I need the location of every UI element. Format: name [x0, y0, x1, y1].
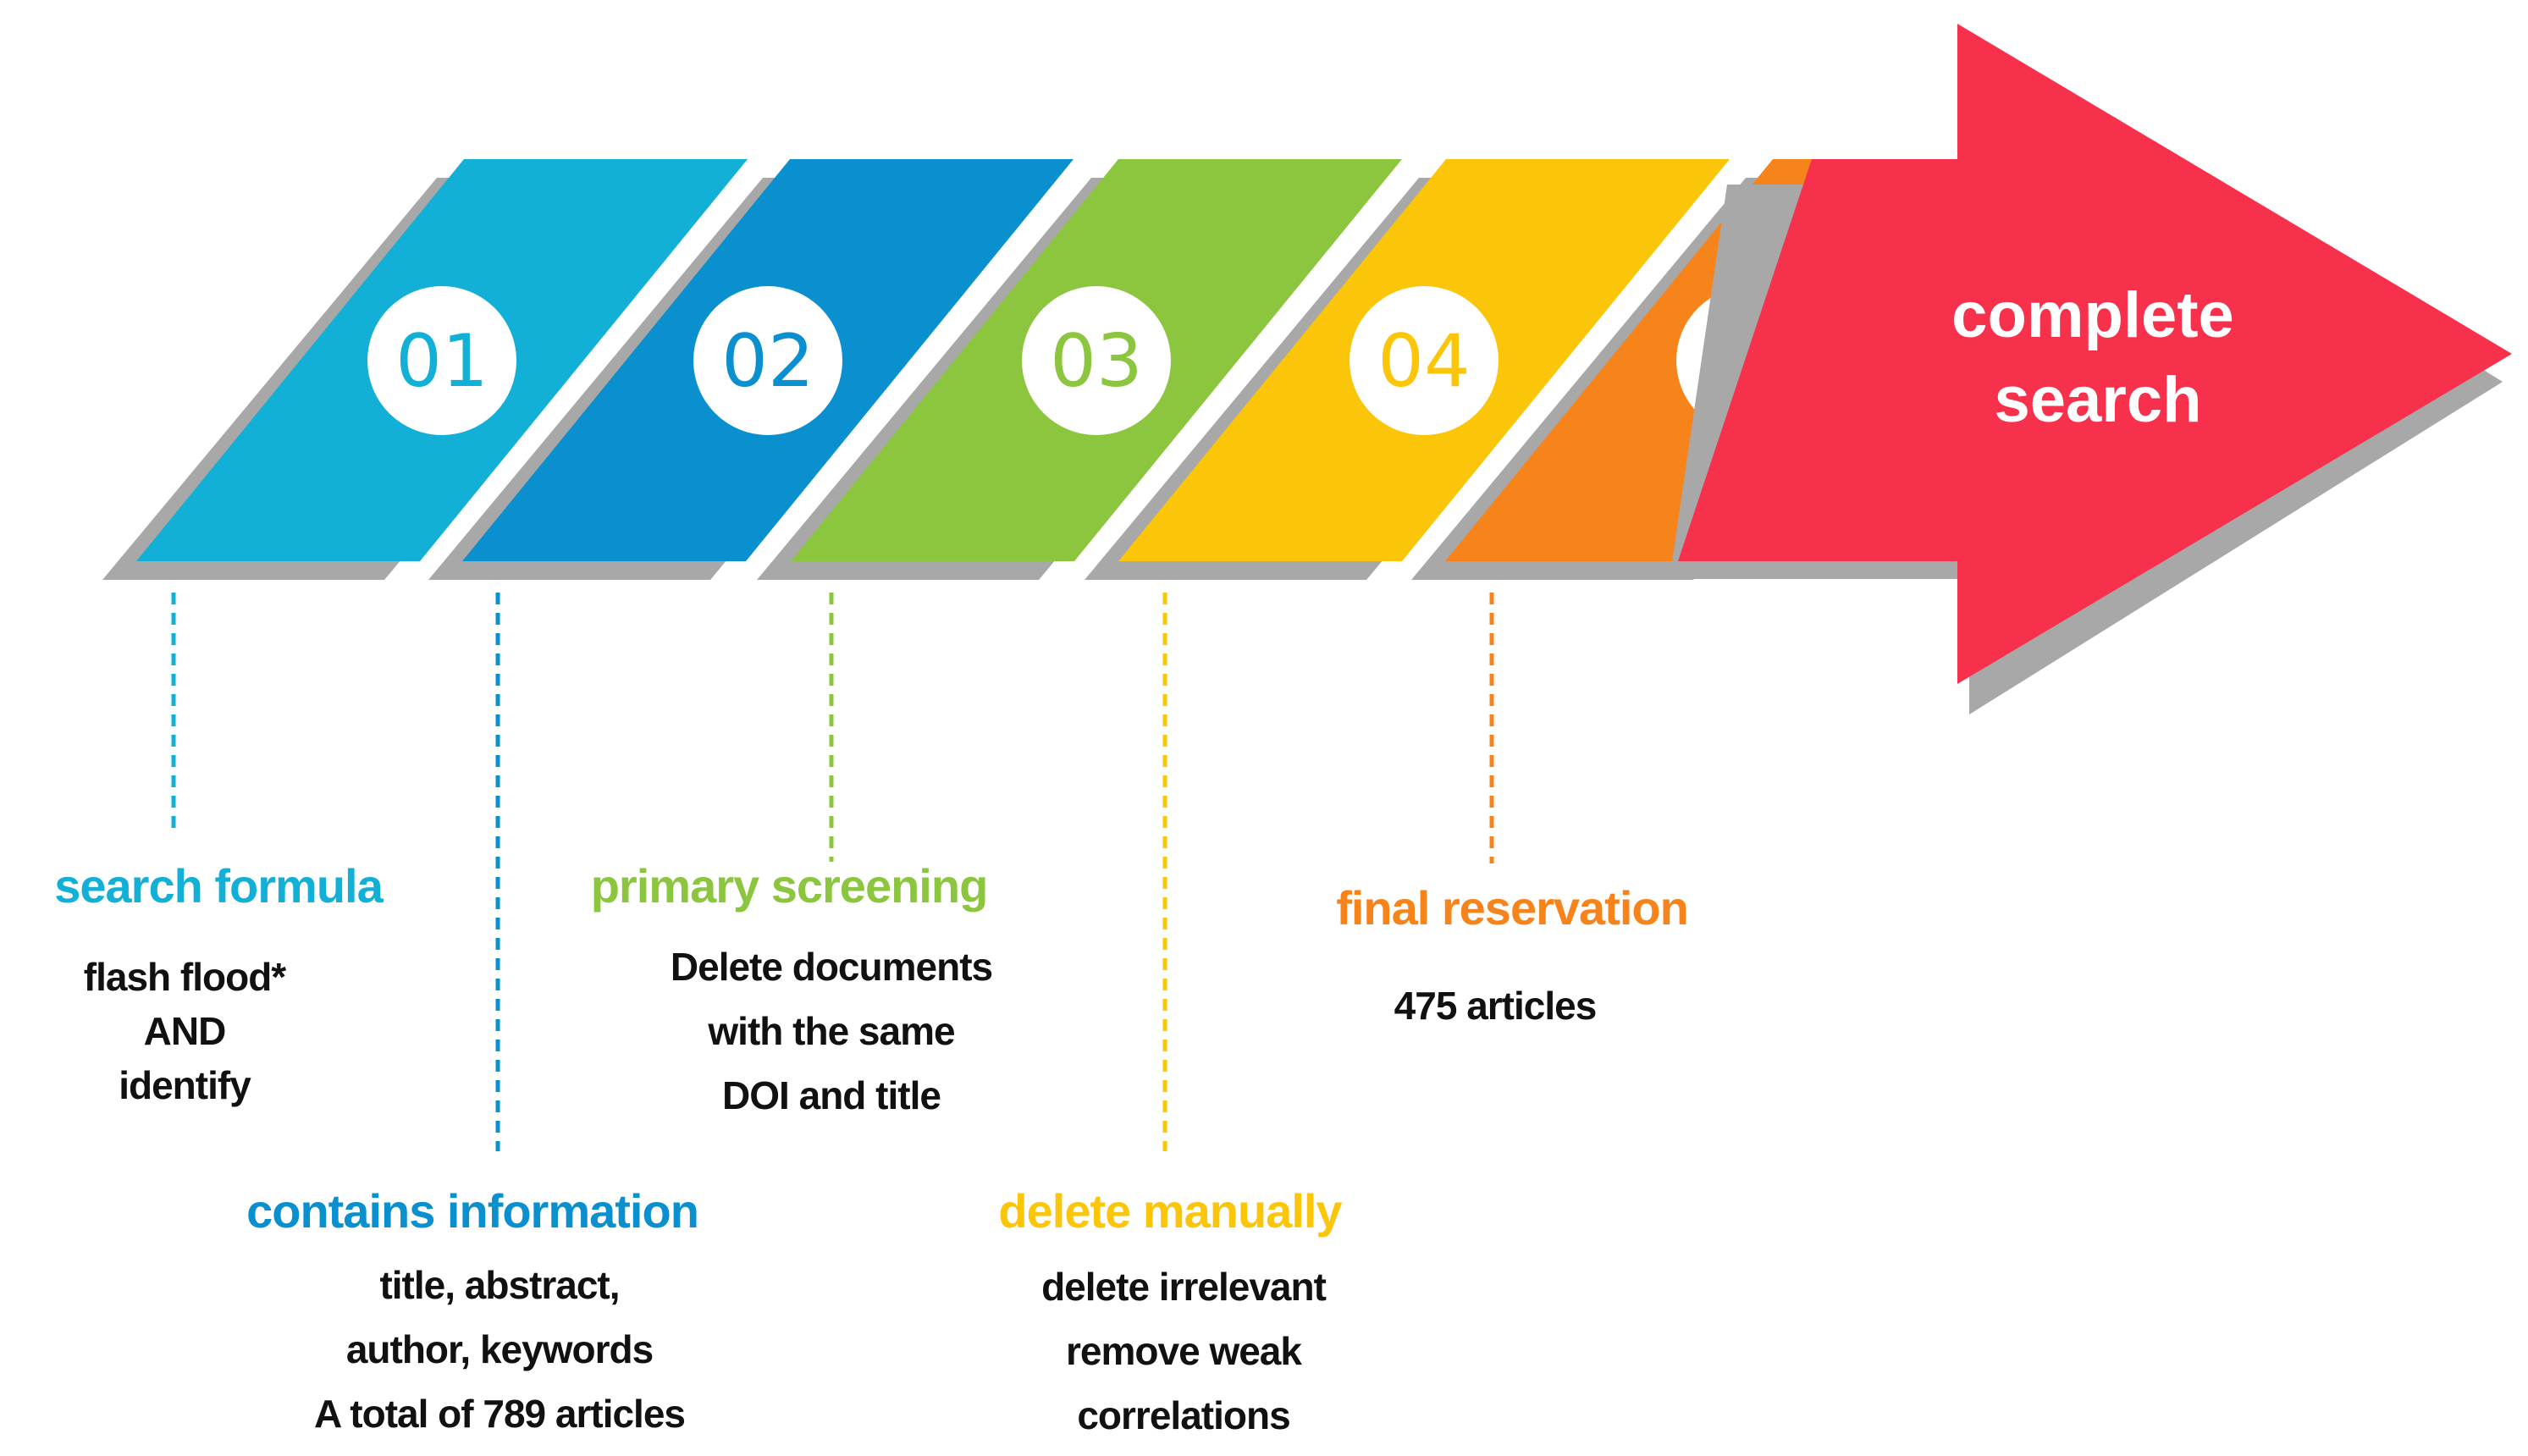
arrow-label-line2: search — [1994, 364, 2201, 436]
step-1-body: flash flood* AND identify — [83, 945, 286, 1117]
step-5-title: final reservation — [1336, 881, 1689, 935]
step-1-number: 01 — [395, 319, 488, 404]
step-5-body: 475 articles — [1394, 973, 1598, 1038]
step-4-circle — [1350, 286, 1499, 435]
step-2-line-2: author, keywords — [345, 1327, 654, 1371]
step-3-title: primary screening — [590, 859, 989, 913]
step-1-circle — [367, 286, 516, 435]
step-2-circle — [693, 286, 842, 435]
step-1-title: search formula — [54, 859, 383, 913]
step-4-title: delete manually — [998, 1184, 1342, 1238]
step-1-line-1: flash flood* — [83, 955, 286, 999]
step-2-title: contains information — [246, 1184, 699, 1238]
complete-search-arrow: complete search — [1670, 24, 2512, 714]
arrow-label-line1: complete — [1951, 279, 2234, 351]
step-3-line-3: DOI and title — [722, 1073, 941, 1117]
step-3-line-1: Delete documents — [670, 945, 993, 989]
step-2-body: title, abstract, author, keywords A tota… — [313, 1253, 686, 1446]
step-4-line-1: delete irrelevant — [1041, 1265, 1327, 1309]
arrow-shape — [1678, 24, 2512, 684]
step-3-body: Delete documents with the same DOI and t… — [670, 935, 993, 1128]
step-4-line-2: remove weak — [1066, 1329, 1302, 1373]
step-2-line-1: title, abstract, — [379, 1263, 620, 1307]
step-3-line-2: with the same — [708, 1009, 955, 1053]
connectors — [171, 593, 1494, 1151]
step-5-line-1: 475 articles — [1394, 984, 1598, 1028]
step-4-body: delete irrelevant remove weak correlatio… — [1041, 1255, 1327, 1448]
step-shapes: 0102030405 — [136, 159, 2056, 561]
step-2-line-3: A total of 789 articles — [313, 1392, 686, 1436]
step-3-circle — [1022, 286, 1171, 435]
step-4-line-3: correlations — [1077, 1393, 1290, 1437]
step-2-number: 02 — [721, 319, 814, 404]
step-4-number: 04 — [1377, 319, 1470, 404]
step-1-line-3: identify — [119, 1063, 251, 1107]
step-1-line-2: AND — [143, 1009, 227, 1053]
step-3-number: 03 — [1050, 319, 1142, 404]
